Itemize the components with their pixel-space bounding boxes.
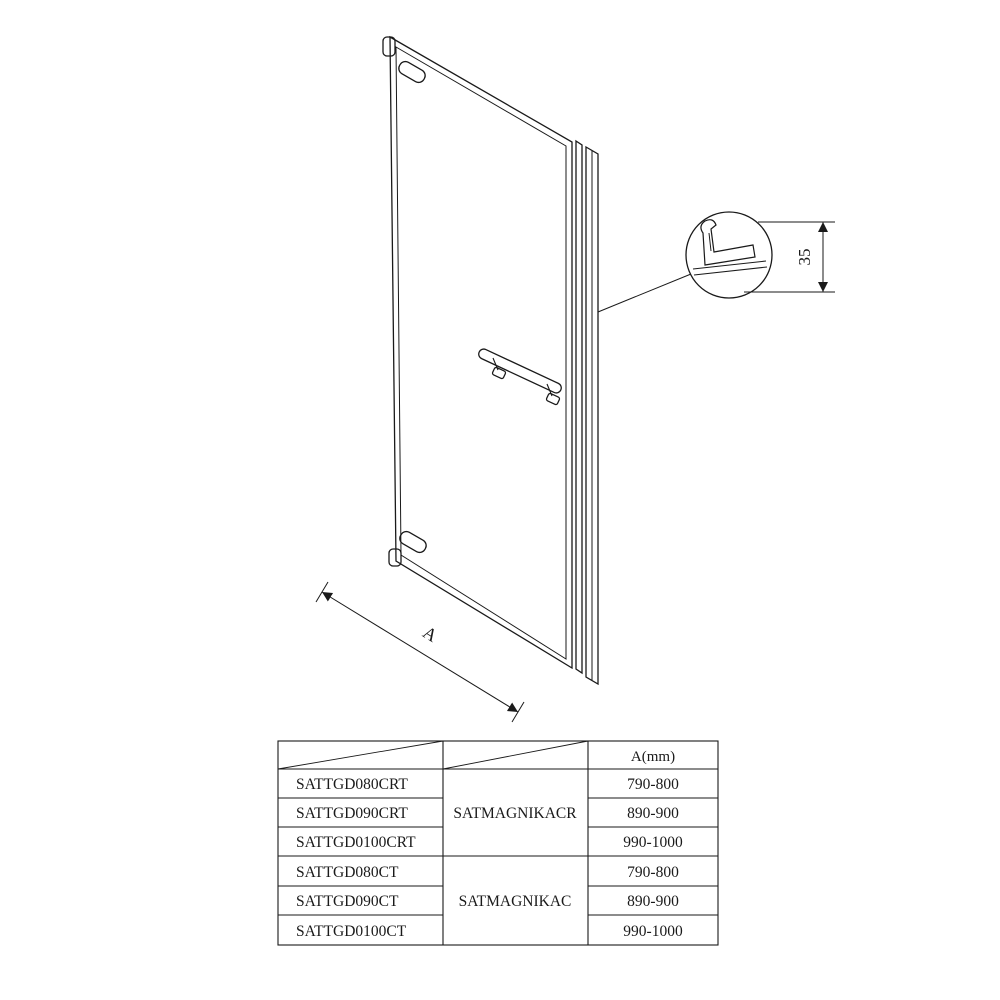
a-range-0: 790-800	[627, 776, 679, 793]
a-range-3: 790-800	[627, 864, 679, 881]
dimension-line-a	[321, 591, 519, 713]
door-panel-outline	[389, 35, 573, 670]
product-code-5: SATTGD0100CT	[296, 923, 407, 940]
a-range-5: 990-1000	[623, 923, 683, 940]
product-code-4: SATTGD090CT	[296, 893, 399, 910]
detail-circle	[685, 211, 773, 299]
dimension-a: A	[315, 581, 525, 723]
product-code-2: SATTGD0100CRT	[296, 834, 416, 851]
width-dimension-label: A	[419, 622, 441, 646]
a-range-2: 990-1000	[623, 834, 683, 851]
spec-table: A(mm) SATTGD080CRT SATTGD090CRT SATTGD01…	[277, 740, 719, 946]
a-range-1: 890-900	[627, 805, 679, 822]
product-code-1: SATTGD090CRT	[296, 805, 408, 822]
model-name-1: SATMAGNIKAC	[459, 893, 572, 910]
door-panel-inner-edge	[395, 46, 567, 660]
wall-profile	[575, 139, 599, 686]
door-handle	[478, 348, 562, 406]
header-diagonal-1	[277, 740, 444, 770]
table-border	[277, 740, 719, 946]
hinge-top	[382, 36, 426, 84]
profile-cross-section	[692, 219, 768, 276]
a-range-4: 890-900	[627, 893, 679, 910]
detail-callout	[597, 211, 773, 313]
detail-dimension-label: 35	[795, 249, 814, 266]
dimension-35: 35	[744, 221, 835, 293]
table-header-a-mm: A(mm)	[631, 749, 675, 765]
hinge-bottom	[388, 530, 427, 567]
header-diagonal-2	[442, 740, 589, 770]
detail-leader-line	[597, 273, 692, 313]
model-name-0: SATMAGNIKACR	[453, 805, 577, 822]
product-code-0: SATTGD080CRT	[296, 776, 408, 793]
product-code-3: SATTGD080CT	[296, 864, 399, 881]
shower-door	[382, 35, 599, 686]
